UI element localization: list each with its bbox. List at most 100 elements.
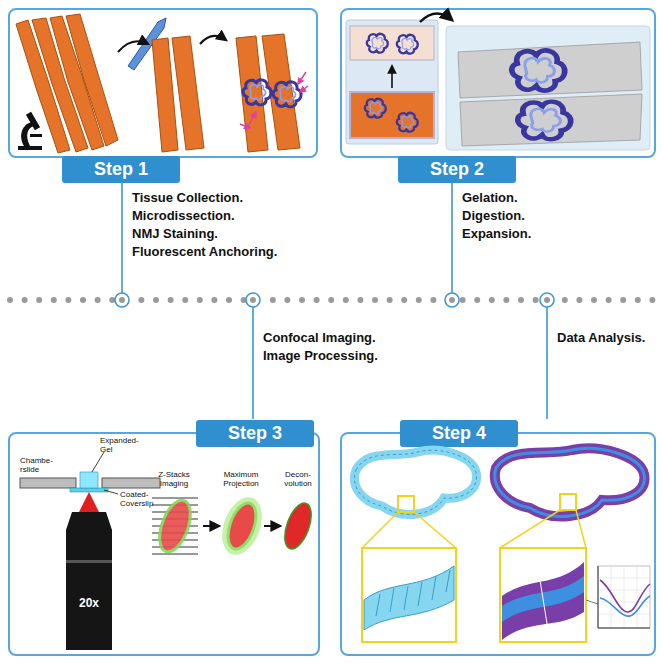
chart-axes <box>598 566 650 628</box>
step-description: Digestion. <box>462 208 642 223</box>
timeline-dot <box>182 297 188 303</box>
leader-line <box>92 452 104 472</box>
nmj-stain <box>367 34 388 53</box>
timeline-dot <box>357 297 363 303</box>
z-slice <box>152 526 198 527</box>
timeline-dot <box>80 297 86 303</box>
timeline-dot <box>226 297 232 303</box>
timeline-dot <box>576 297 582 303</box>
zoom-blue-band <box>502 576 584 622</box>
fiber <box>152 38 178 152</box>
anchor-arrow <box>298 72 306 84</box>
z-slice <box>152 533 198 534</box>
timeline-marker <box>246 293 260 307</box>
step-arrow <box>203 525 219 527</box>
anchor-arrow <box>240 124 250 128</box>
timeline-dot <box>328 297 334 303</box>
chamber-slide <box>20 478 76 488</box>
z-stack-sample <box>154 496 197 556</box>
part-label: Z-Stacks Imaging <box>150 470 198 488</box>
timeline-dot <box>372 297 378 303</box>
timeline-dot <box>533 297 539 303</box>
chart-area <box>598 566 650 628</box>
chart-series-blue <box>600 596 650 616</box>
part-label: Maximum Projection <box>216 470 266 488</box>
step-description: Microdissection. <box>132 208 312 223</box>
marker-core <box>250 297 256 303</box>
timeline-dot <box>299 297 305 303</box>
step-description: NMJ Staining. <box>132 226 312 241</box>
step-description: Gelation. <box>462 190 642 205</box>
part-label: Coated- Coverslip <box>120 490 162 508</box>
digested-slab <box>350 26 434 60</box>
fiber <box>50 16 104 150</box>
step-panel: Step 1 <box>8 8 318 158</box>
marker-core <box>119 297 125 303</box>
z-slice <box>152 505 198 506</box>
timeline-dot <box>649 297 655 303</box>
step1-stem <box>121 182 123 293</box>
part-label: Chambe- rslide <box>20 456 54 474</box>
fiber <box>66 14 118 146</box>
timeline-markers <box>115 293 554 307</box>
fiber <box>32 18 88 152</box>
step2-stem <box>451 182 453 293</box>
coated-coverslip <box>70 488 108 492</box>
fiber <box>236 36 268 152</box>
step-description: Fluorescent Anchoring. <box>132 244 312 259</box>
expanded-tissue <box>460 94 642 146</box>
timeline-dots <box>7 297 655 303</box>
timeline-dot <box>211 297 217 303</box>
step-description: Confocal Imaging. <box>263 330 463 345</box>
timeline-dot <box>65 297 71 303</box>
timeline-dot <box>620 297 626 303</box>
microscope-icon <box>18 112 42 150</box>
nmj-expanded <box>518 102 571 140</box>
chart-grid <box>598 566 650 628</box>
zoom-box <box>500 548 586 642</box>
gel-frame <box>346 20 438 144</box>
marker-core <box>544 297 550 303</box>
zoom-box <box>362 548 456 642</box>
step-panel: Step 4 <box>340 432 656 656</box>
dissection-blade <box>128 18 166 70</box>
muscle-fibers <box>16 14 118 153</box>
fiber <box>262 34 300 150</box>
step-description: Tissue Collection. <box>132 190 312 205</box>
marker-core <box>449 297 455 303</box>
nmj-stain <box>397 35 418 54</box>
step-arrow <box>264 525 280 527</box>
timeline-dot <box>314 297 320 303</box>
expanded-gel <box>446 26 650 150</box>
z-slice <box>152 547 198 548</box>
timeline-dot <box>138 297 144 303</box>
expanded-gel-sample <box>80 472 98 488</box>
part-label: Decon- volution <box>278 470 318 488</box>
step-description: Data Analysis. <box>557 330 657 345</box>
microscope-arm <box>21 122 34 146</box>
gel-slab <box>350 92 434 138</box>
timeline-dot <box>503 297 509 303</box>
timeline-dot <box>460 297 466 303</box>
fiber <box>172 36 204 150</box>
timeline-dot <box>153 297 159 303</box>
nmj-expanded <box>512 50 565 90</box>
anchor-arrow <box>246 112 256 130</box>
z-stack-lines <box>152 498 198 554</box>
timeline-marker <box>445 293 459 307</box>
nmj-outline-cyan <box>354 450 476 514</box>
step-description: Expansion. <box>462 226 642 241</box>
timeline-marker <box>115 293 129 307</box>
timeline-dot <box>635 297 641 303</box>
timeline-marker-cores <box>119 297 550 303</box>
part-label: 20x <box>66 596 112 610</box>
z-slice <box>152 512 198 513</box>
profile-line <box>540 580 548 630</box>
step-panel: Step 2 <box>340 8 656 158</box>
step4-stem <box>546 307 548 419</box>
z-slice <box>152 540 198 541</box>
microscope-base <box>18 146 42 150</box>
dissected-fibers <box>152 36 204 152</box>
step-tab: Step 2 <box>398 156 516 183</box>
timeline-dot <box>343 297 349 303</box>
